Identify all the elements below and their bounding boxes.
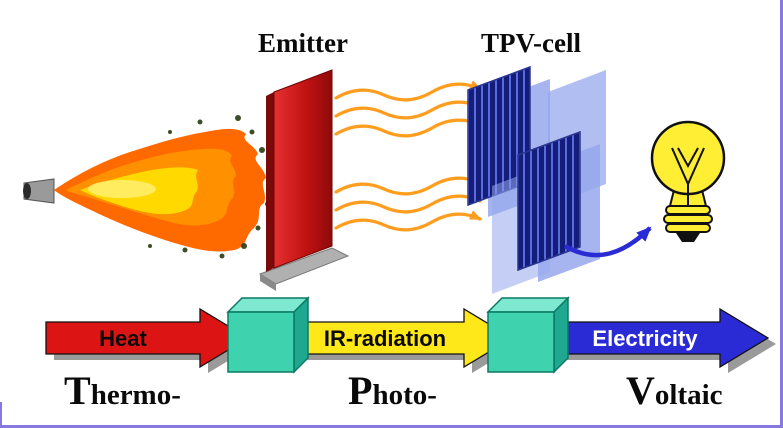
ir-wave-arrow: [334, 98, 482, 120]
ir-wave-arrow: [334, 192, 482, 214]
ir-wave-arrow: [334, 174, 482, 196]
frame-edge-left-tick: [0, 402, 2, 428]
thermo-caption-rest: hermo-: [91, 379, 181, 411]
burner-nozzle-tip: [23, 183, 31, 199]
emitter-side-face: [266, 92, 274, 272]
converter-cube-tpv: [486, 296, 570, 374]
electricity-arrow: [549, 307, 770, 369]
bulb-filament: [671, 147, 705, 206]
tpv-cell-label: TPV-cell: [481, 28, 581, 58]
ir-wave-arrow: [334, 210, 482, 232]
cube-front-face: [227, 311, 295, 373]
voltaic-caption-initial: V: [626, 368, 655, 413]
emitter-label: Emitter: [258, 28, 348, 58]
process-flow: Heat IR-radiation Electricity: [45, 296, 776, 374]
flame-hot-spot: [88, 180, 156, 198]
light-bulb-icon: [650, 120, 726, 242]
bulb-screw-thread: [665, 223, 711, 233]
cube-front-face: [487, 311, 555, 373]
bulb-contact-tip: [676, 233, 700, 242]
voltaic-caption-rest: oltaic: [655, 379, 723, 411]
electricity-output-arrow: [563, 226, 652, 258]
photo-caption-rest: hoto-: [372, 379, 436, 411]
thermo-caption-initial: T: [64, 368, 91, 413]
emitter-front-face: [273, 69, 333, 269]
ir-wave-arrow: [334, 80, 482, 102]
bulb-screw-thread: [663, 214, 713, 224]
burner-flame-graphic: [23, 115, 273, 259]
ir-wave-arrow: [334, 116, 482, 138]
emitter-panel: [258, 69, 350, 291]
ir-radiation-label: IR-radiation: [324, 326, 446, 351]
bulb-screw-thread: [665, 205, 711, 215]
tpv-cell-panels: [467, 65, 606, 294]
cube-right-face: [293, 296, 309, 374]
converter-cube-emitter: [226, 296, 310, 374]
ir-wave-arrows: [334, 80, 482, 232]
electricity-label: Electricity: [592, 326, 698, 351]
photo-caption: Photo-: [348, 368, 437, 413]
voltaic-caption: Voltaic: [626, 368, 723, 413]
frame-edge-bottom: [0, 425, 783, 428]
thermo-caption: Thermo-: [64, 368, 181, 413]
heat-arrow: [45, 307, 250, 369]
photo-caption-initial: P: [348, 368, 372, 413]
cube-right-face: [553, 296, 569, 374]
frame-edge-right: [780, 0, 783, 428]
heat-label: Heat: [99, 326, 147, 351]
emitter-base-slab-side: [260, 274, 276, 291]
emitter-base-slab: [258, 247, 350, 285]
tpv-striped-panel-lower: [517, 130, 581, 272]
